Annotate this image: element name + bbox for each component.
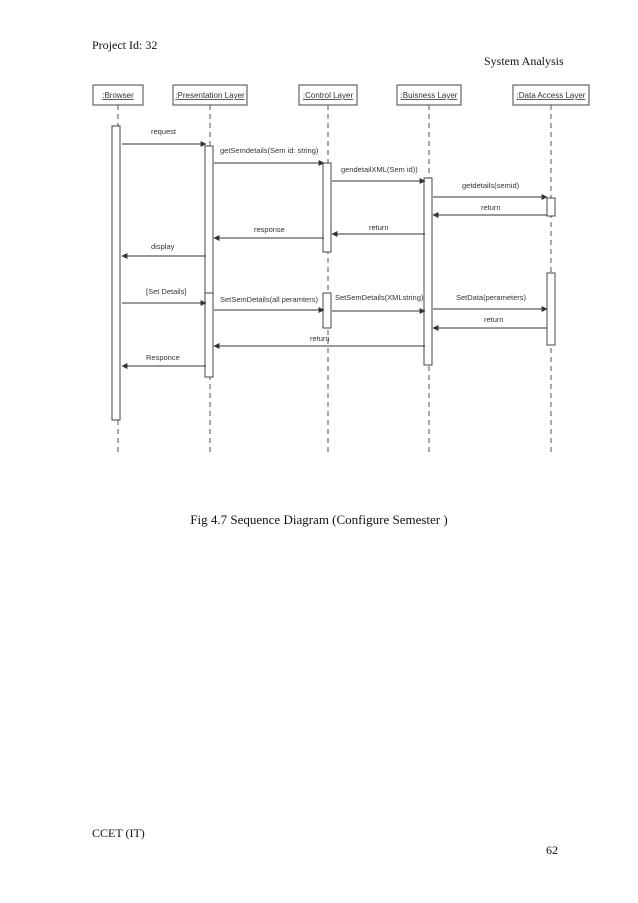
message-label: getdetails(semid) bbox=[462, 181, 520, 190]
message-label: Responce bbox=[146, 353, 180, 362]
footer-department: CCET (IT) bbox=[92, 826, 145, 840]
activation-bar bbox=[546, 272, 556, 346]
message-label: request bbox=[151, 127, 177, 136]
page-number: 62 bbox=[546, 843, 558, 857]
section-title: System Analysis bbox=[484, 54, 564, 68]
activation-bar bbox=[322, 292, 332, 329]
message-label: return bbox=[481, 203, 501, 212]
lifeline-head bbox=[298, 84, 358, 106]
message-label: return bbox=[369, 223, 389, 232]
lifeline-label: :Presentation Layer bbox=[175, 91, 245, 100]
figure-caption: Fig 4.7 Sequence Diagram (Configure Seme… bbox=[190, 512, 448, 527]
message-label: SetSemDetails(all peramters) bbox=[220, 295, 318, 304]
lifeline-label: :Control Layer bbox=[303, 91, 354, 100]
activation-bar bbox=[322, 162, 332, 253]
message-label: SetSemDetails(XMLstring) bbox=[335, 293, 424, 302]
lifeline-label: :Data Access Layer bbox=[517, 91, 586, 100]
message-label: display bbox=[151, 242, 175, 251]
activation-bar bbox=[204, 292, 214, 378]
lifeline-head bbox=[396, 84, 462, 106]
lifeline-head bbox=[92, 84, 144, 106]
message-label: SetData(perameters) bbox=[456, 293, 527, 302]
activation-bar bbox=[546, 197, 556, 217]
message-label: gendetailXML(Sem id)) bbox=[341, 165, 418, 174]
lifeline-label: :Buisness Layer bbox=[401, 91, 458, 100]
message-label: response bbox=[254, 225, 285, 234]
project-id: Project Id: 32 bbox=[92, 38, 158, 52]
lifeline-head bbox=[172, 84, 248, 106]
message-label: return bbox=[310, 334, 330, 343]
lifeline-head bbox=[512, 84, 590, 106]
message-label: return bbox=[484, 315, 504, 324]
lifeline-label: :Browser bbox=[102, 91, 134, 100]
message-label: [Set Details] bbox=[146, 287, 186, 296]
activation-bar bbox=[423, 177, 433, 366]
message-label: getSemdetails(Sem id: string) bbox=[220, 146, 319, 155]
activation-bar bbox=[111, 125, 121, 421]
